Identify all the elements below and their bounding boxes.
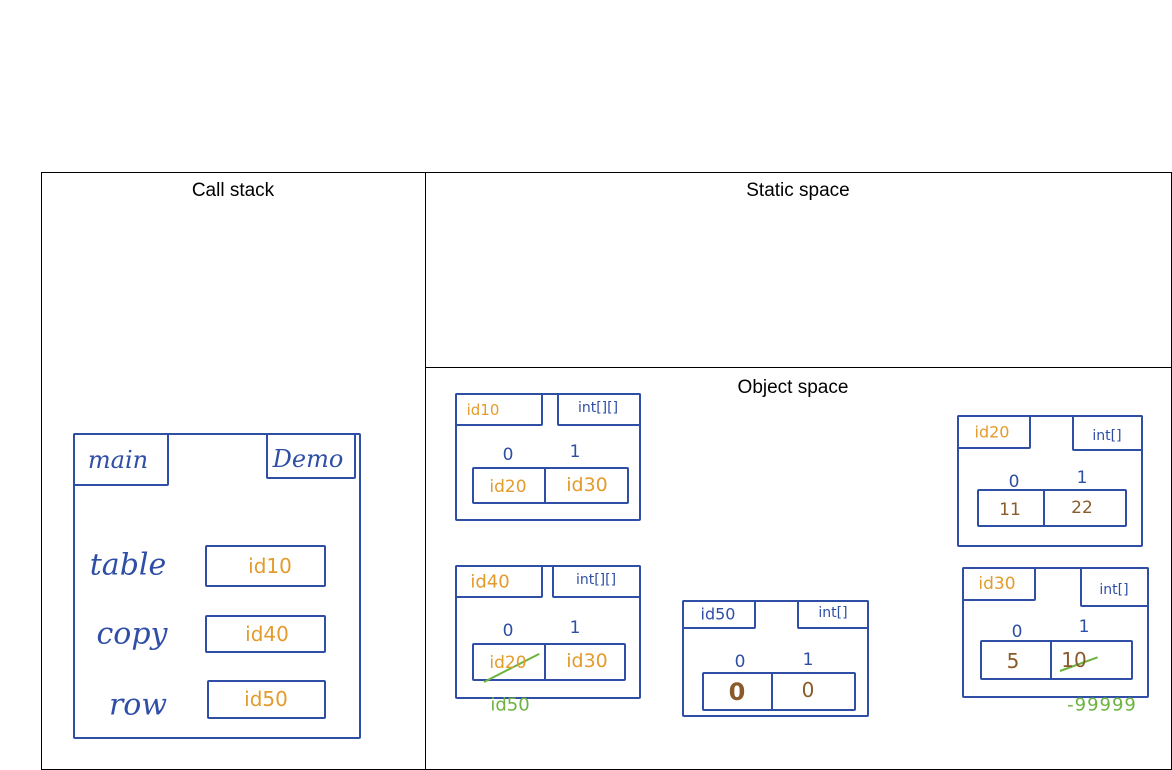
object-id40 (455, 565, 641, 699)
index-label: 0 (502, 445, 514, 465)
array-cells (702, 672, 856, 711)
array-cells (472, 467, 629, 504)
variable-name-copy: copy (96, 616, 168, 652)
object-id10 (455, 393, 641, 521)
variable-name-table: table (89, 547, 167, 583)
object-type-box (552, 565, 641, 598)
section-divider-vertical (425, 172, 426, 770)
object-id-label: id50 (700, 604, 736, 624)
cell-divider (544, 643, 546, 681)
object-id-box (682, 600, 756, 629)
object-id50 (682, 600, 869, 717)
index-label: 0 (502, 621, 514, 641)
cell-value-old: id20 (489, 653, 527, 673)
object-id-box (957, 415, 1031, 449)
cell-divider (544, 467, 546, 504)
frame-method-box (73, 433, 169, 486)
variable-value-copy: id40 (245, 622, 289, 646)
cell-value: 22 (1071, 498, 1093, 518)
object-id-label: id20 (974, 422, 1010, 442)
index-label: 0 (1011, 622, 1023, 642)
object-type-label: int[] (1092, 428, 1122, 444)
array-cells (977, 489, 1127, 527)
object-type-box (797, 600, 869, 629)
index-label: 1 (802, 650, 814, 670)
cell-divider (1043, 489, 1045, 527)
index-label: 1 (1078, 617, 1090, 637)
stack-frame-main (73, 433, 361, 739)
variable-value-table: id10 (248, 554, 292, 578)
object-id-label: id30 (978, 574, 1016, 594)
object-id-label: id10 (466, 401, 500, 419)
object-id-box (455, 565, 543, 598)
updated-value: -99999 (1067, 694, 1137, 716)
variable-name-row: row (108, 687, 168, 723)
index-label: 1 (1076, 468, 1088, 488)
variable-box-row (207, 680, 326, 719)
updated-value: id50 (490, 694, 530, 716)
cell-value-old: 10 (1061, 648, 1087, 672)
cell-value: 5 (1006, 649, 1020, 673)
variable-value-row: id50 (244, 687, 288, 711)
variable-box-copy (205, 615, 326, 653)
cell-divider (771, 672, 773, 711)
cell-value: 0 (801, 678, 815, 702)
object-type-label: int[] (818, 605, 848, 621)
call-stack-title: Call stack (191, 180, 275, 201)
section-divider-horizontal (425, 367, 1172, 368)
array-cells (472, 643, 626, 681)
cell-value: id30 (566, 474, 608, 496)
cell-value: id30 (566, 650, 608, 672)
object-type-label: int[][] (577, 400, 619, 416)
frame-class-box (266, 433, 356, 479)
object-id-label: id40 (470, 571, 510, 593)
object-id-box (455, 393, 543, 426)
object-type-box (557, 393, 641, 426)
cell-value: 0 (728, 678, 746, 706)
object-type-box (1072, 415, 1143, 451)
cell-value: 11 (999, 500, 1021, 520)
index-label: 1 (569, 618, 581, 638)
object-id20 (957, 415, 1143, 547)
array-cells (980, 640, 1133, 680)
object-id30 (962, 567, 1149, 698)
object-type-label: int[][] (575, 572, 617, 588)
frame-class-name: Demo (272, 445, 344, 473)
object-id-box (962, 567, 1036, 601)
index-label: 1 (569, 442, 581, 462)
frame-method-name: main (87, 446, 149, 474)
object-type-label: int[] (1099, 582, 1129, 598)
static-space-title: Static space (746, 180, 850, 201)
variable-box-table (205, 545, 326, 587)
index-label: 0 (734, 652, 746, 672)
object-space-title: Object space (737, 377, 849, 398)
cell-divider (1050, 640, 1052, 680)
index-label: 0 (1008, 472, 1020, 492)
cell-value: id20 (489, 477, 527, 497)
object-type-box (1080, 567, 1149, 607)
